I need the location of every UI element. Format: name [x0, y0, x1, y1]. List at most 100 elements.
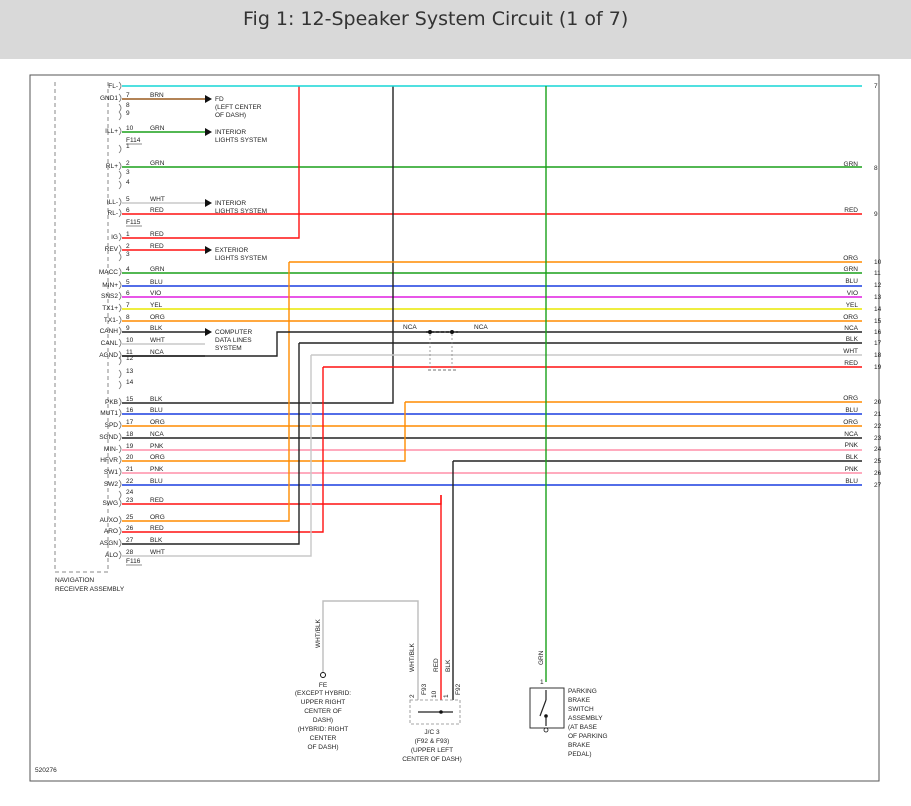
- switch-description: (AT BASE: [568, 724, 598, 731]
- pin-bracket-icon: [118, 303, 122, 313]
- pin-number: 2: [126, 243, 130, 250]
- pin-signal-label: PKB: [105, 399, 118, 406]
- ground-point-icon: [320, 672, 326, 678]
- wire-color-label: BLK: [150, 325, 163, 332]
- pin-number: 21: [126, 466, 134, 473]
- destination-label: LIGHTS SYSTEM: [215, 255, 267, 262]
- pin-number: 13: [126, 368, 134, 375]
- junction-description: CENTER OF DASH): [402, 756, 462, 763]
- pin-number: 10: [431, 690, 438, 698]
- wire-color-label: GRN: [150, 125, 165, 132]
- wire-color-label: GRN: [844, 266, 859, 273]
- wire-color-label: ORG: [843, 314, 858, 321]
- pin-number: 9: [126, 325, 130, 332]
- pin-signal-label: REV: [105, 246, 119, 253]
- wire: [122, 355, 312, 557]
- pin-bracket-icon: [118, 550, 122, 560]
- circuit-number: 12: [874, 282, 882, 289]
- pin-number: 8: [126, 314, 130, 321]
- junction-description: (F92 & F93): [415, 738, 450, 745]
- ground-description: CENTER: [310, 735, 337, 742]
- pin-number: 3: [126, 251, 130, 258]
- wire-color-label: NCA: [844, 431, 858, 438]
- pin-signal-label: TX1+: [102, 305, 118, 312]
- junction-description: (UPPER LEFT: [411, 747, 453, 754]
- receiver-name: NAVIGATION: [55, 577, 94, 584]
- pin-signal-label: ILL+: [105, 128, 118, 135]
- destination-label: LIGHTS SYSTEM: [215, 208, 267, 215]
- wire-color-label: BLU: [845, 407, 858, 414]
- circuit-number: 11: [874, 270, 881, 277]
- circuit-number: 10: [874, 259, 882, 266]
- pin-bracket-icon: [118, 515, 122, 525]
- ground-description: UPPER RIGHT: [301, 699, 345, 706]
- wire-color-label: VIO: [847, 290, 858, 297]
- wire: [122, 86, 394, 404]
- pin-signal-label: MACC: [99, 269, 118, 276]
- pin-number: 10: [126, 337, 134, 344]
- switch-description: PARKING: [568, 688, 597, 695]
- receiver-outline: [54, 82, 109, 573]
- pin-signal-label: SW1: [104, 469, 118, 476]
- pin-signal-label: GND1: [100, 95, 118, 102]
- wire-color-label: WHT: [150, 337, 165, 344]
- circuit-number: 23: [874, 435, 882, 442]
- ground-description: (HYBRID: RIGHT: [298, 726, 349, 733]
- pin-number: 6: [126, 290, 130, 297]
- pin-signal-label: RL+: [106, 163, 118, 170]
- ground-description: OF DASH): [307, 744, 338, 751]
- circuit-number: 18: [874, 352, 882, 359]
- pin-number: 5: [126, 279, 130, 286]
- pin-signal-label: IG: [111, 234, 118, 241]
- pin-bracket-icon: [118, 315, 122, 325]
- pin-signal-label: SNS2: [101, 293, 118, 300]
- pin-number: 1: [443, 694, 450, 698]
- wire-color-label: NCA: [844, 325, 858, 332]
- wire-color-label: NCA: [150, 431, 164, 438]
- pin-bracket-icon: [118, 93, 122, 103]
- wire-color-label: RED: [433, 658, 440, 672]
- pin-bracket-icon: [118, 444, 122, 454]
- pin-number: 26: [126, 525, 134, 532]
- circuit-number: 25: [874, 458, 882, 465]
- pin-bracket-icon: [118, 369, 122, 379]
- destination-label: OF DASH): [215, 112, 246, 119]
- pin-signal-label: MIN-: [104, 446, 118, 453]
- junction-dot-icon: [439, 710, 443, 714]
- pin-bracket-icon: [118, 479, 122, 489]
- switch-description: BRAKE: [568, 742, 591, 749]
- pin-bracket-icon: [118, 356, 122, 366]
- ground-name: FE: [319, 682, 328, 689]
- pin-bracket-icon: [118, 490, 122, 500]
- pin-bracket-icon: [118, 420, 122, 430]
- connector-label: F114: [126, 137, 141, 144]
- ground-point-icon: [543, 727, 549, 733]
- wire-color-label: BLU: [150, 478, 163, 485]
- wire: [122, 86, 300, 239]
- pin-signal-label: AGND: [99, 352, 118, 359]
- pin-number: 17: [126, 419, 134, 426]
- ground-description: DASH): [313, 717, 333, 724]
- pin-number: 4: [126, 179, 130, 186]
- pin-bracket-icon: [118, 408, 122, 418]
- pin-signal-label: FL-: [108, 83, 118, 90]
- pin-signal-label: SWG: [102, 500, 118, 507]
- pin-number: 1: [126, 231, 130, 238]
- wire-color-label: YEL: [150, 302, 163, 309]
- switch-description: SWITCH: [568, 706, 594, 713]
- wire-color-label: ORG: [843, 419, 858, 426]
- wire-color-label: PNK: [150, 466, 164, 473]
- arrow-icon: [205, 128, 212, 136]
- destination-label: FD: [215, 96, 224, 103]
- arrow-icon: [205, 328, 212, 336]
- wire-color-label: ORG: [843, 255, 858, 262]
- pin-number: 28: [126, 549, 134, 556]
- pin-number: 27: [126, 537, 134, 544]
- pin-bracket-icon: [118, 232, 122, 242]
- pin-number: 7: [126, 92, 130, 99]
- junction-outline: [409, 699, 461, 725]
- pin-bracket-icon: [118, 280, 122, 290]
- pin-signal-label: CANL: [101, 340, 119, 347]
- pin-bracket-icon: [118, 338, 122, 348]
